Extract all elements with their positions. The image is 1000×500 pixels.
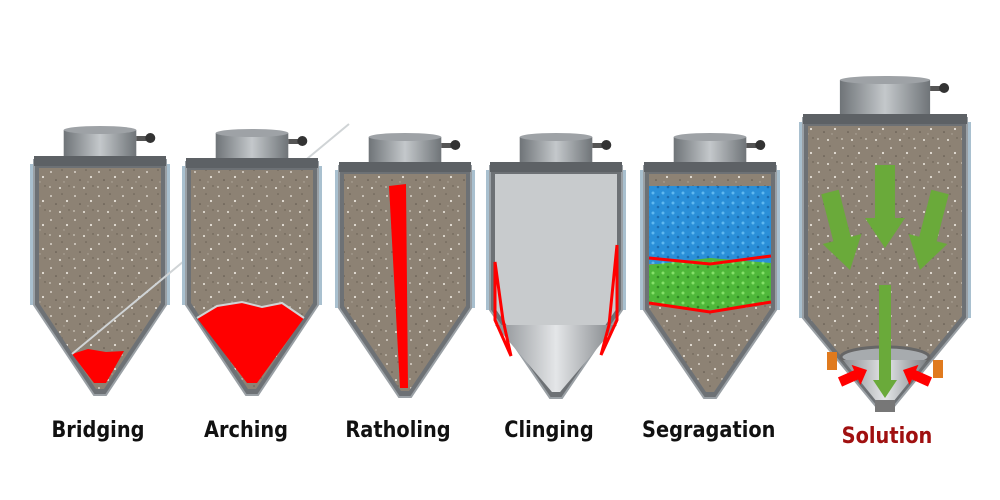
hopper-inlet-rim bbox=[519, 133, 593, 141]
vibrator-left bbox=[827, 352, 837, 370]
segregated-coarse-layer bbox=[649, 258, 771, 310]
vibration-arrow-icon bbox=[903, 364, 933, 387]
clamp-bracket bbox=[592, 143, 603, 148]
clamp-icon bbox=[145, 133, 156, 143]
hopper-top-band bbox=[490, 162, 622, 172]
clamp-bracket bbox=[930, 86, 941, 91]
hopper-side-rail bbox=[319, 166, 322, 305]
clamp-bracket bbox=[136, 136, 147, 141]
hopper-top-band bbox=[186, 158, 318, 168]
hopper-side-rail bbox=[182, 166, 185, 305]
label-arching: Arching bbox=[203, 418, 289, 443]
hopper-top-band bbox=[644, 162, 776, 172]
segregation-boundary bbox=[648, 254, 772, 266]
clinging-buildup-left bbox=[493, 261, 513, 357]
rathole-channel bbox=[389, 184, 408, 388]
clamp-icon bbox=[939, 83, 950, 93]
hopper-side-rail bbox=[777, 170, 780, 310]
hopper-clinging bbox=[486, 133, 626, 399]
arch-surface bbox=[196, 300, 305, 319]
clinging-cone-surface bbox=[495, 325, 617, 392]
label-bridging: Bridging bbox=[51, 418, 145, 443]
label-clinging: Clinging bbox=[504, 418, 594, 443]
flow-arrow-icon bbox=[821, 189, 862, 270]
hopper-inlet-rim bbox=[63, 126, 137, 134]
clamp-icon bbox=[755, 140, 766, 150]
clamp-icon bbox=[601, 140, 612, 150]
hopper-side-rail bbox=[968, 122, 971, 318]
hopper-top-band bbox=[339, 162, 471, 172]
hopper-inlet-rim bbox=[215, 129, 289, 137]
flow-arrow-icon bbox=[873, 285, 897, 398]
segregation-boundary bbox=[648, 300, 772, 314]
label-solution: Solution bbox=[841, 424, 933, 449]
label-ratholing: Ratholing bbox=[345, 418, 451, 443]
hopper-top-band bbox=[803, 114, 967, 124]
label-segregation: Segragation bbox=[642, 418, 776, 443]
clinging-buildup-right bbox=[599, 244, 619, 356]
hopper-side-rail bbox=[640, 170, 643, 310]
hopper-side-rail bbox=[623, 170, 626, 310]
vibration-arrow-icon bbox=[837, 364, 867, 387]
clamp-bracket bbox=[288, 139, 299, 144]
hopper-solution bbox=[799, 76, 971, 412]
clamp-bracket bbox=[746, 143, 757, 148]
flow-arrow-icon bbox=[865, 165, 905, 248]
hopper-ratholing bbox=[335, 133, 475, 398]
hopper-side-rail bbox=[335, 170, 338, 308]
hopper-segregation bbox=[640, 133, 780, 399]
hopper-material bbox=[808, 126, 962, 404]
hopper-side-rail bbox=[167, 164, 170, 305]
hopper-inlet-rim bbox=[839, 76, 931, 84]
segregated-fine-layer bbox=[649, 186, 771, 264]
bridging-void bbox=[72, 349, 124, 383]
hopper-side-rail bbox=[799, 122, 802, 318]
arching-void bbox=[197, 302, 304, 383]
hopper-side-rail bbox=[472, 170, 475, 308]
hopper-arching bbox=[182, 129, 322, 396]
hopper-inlet-rim bbox=[368, 133, 442, 141]
flow-arrow-icon bbox=[908, 189, 949, 270]
hopper-top-band bbox=[34, 156, 166, 166]
hopper-side-rail bbox=[486, 170, 489, 310]
clamp-icon bbox=[297, 136, 308, 146]
hopper-side-rail bbox=[30, 164, 33, 305]
hopper-material bbox=[39, 168, 161, 389]
clamp-bracket bbox=[441, 143, 452, 148]
clamp-icon bbox=[450, 140, 461, 150]
discharger-outlet bbox=[875, 400, 895, 412]
hopper-inlet-rim bbox=[673, 133, 747, 141]
vibrator-right bbox=[933, 360, 943, 378]
